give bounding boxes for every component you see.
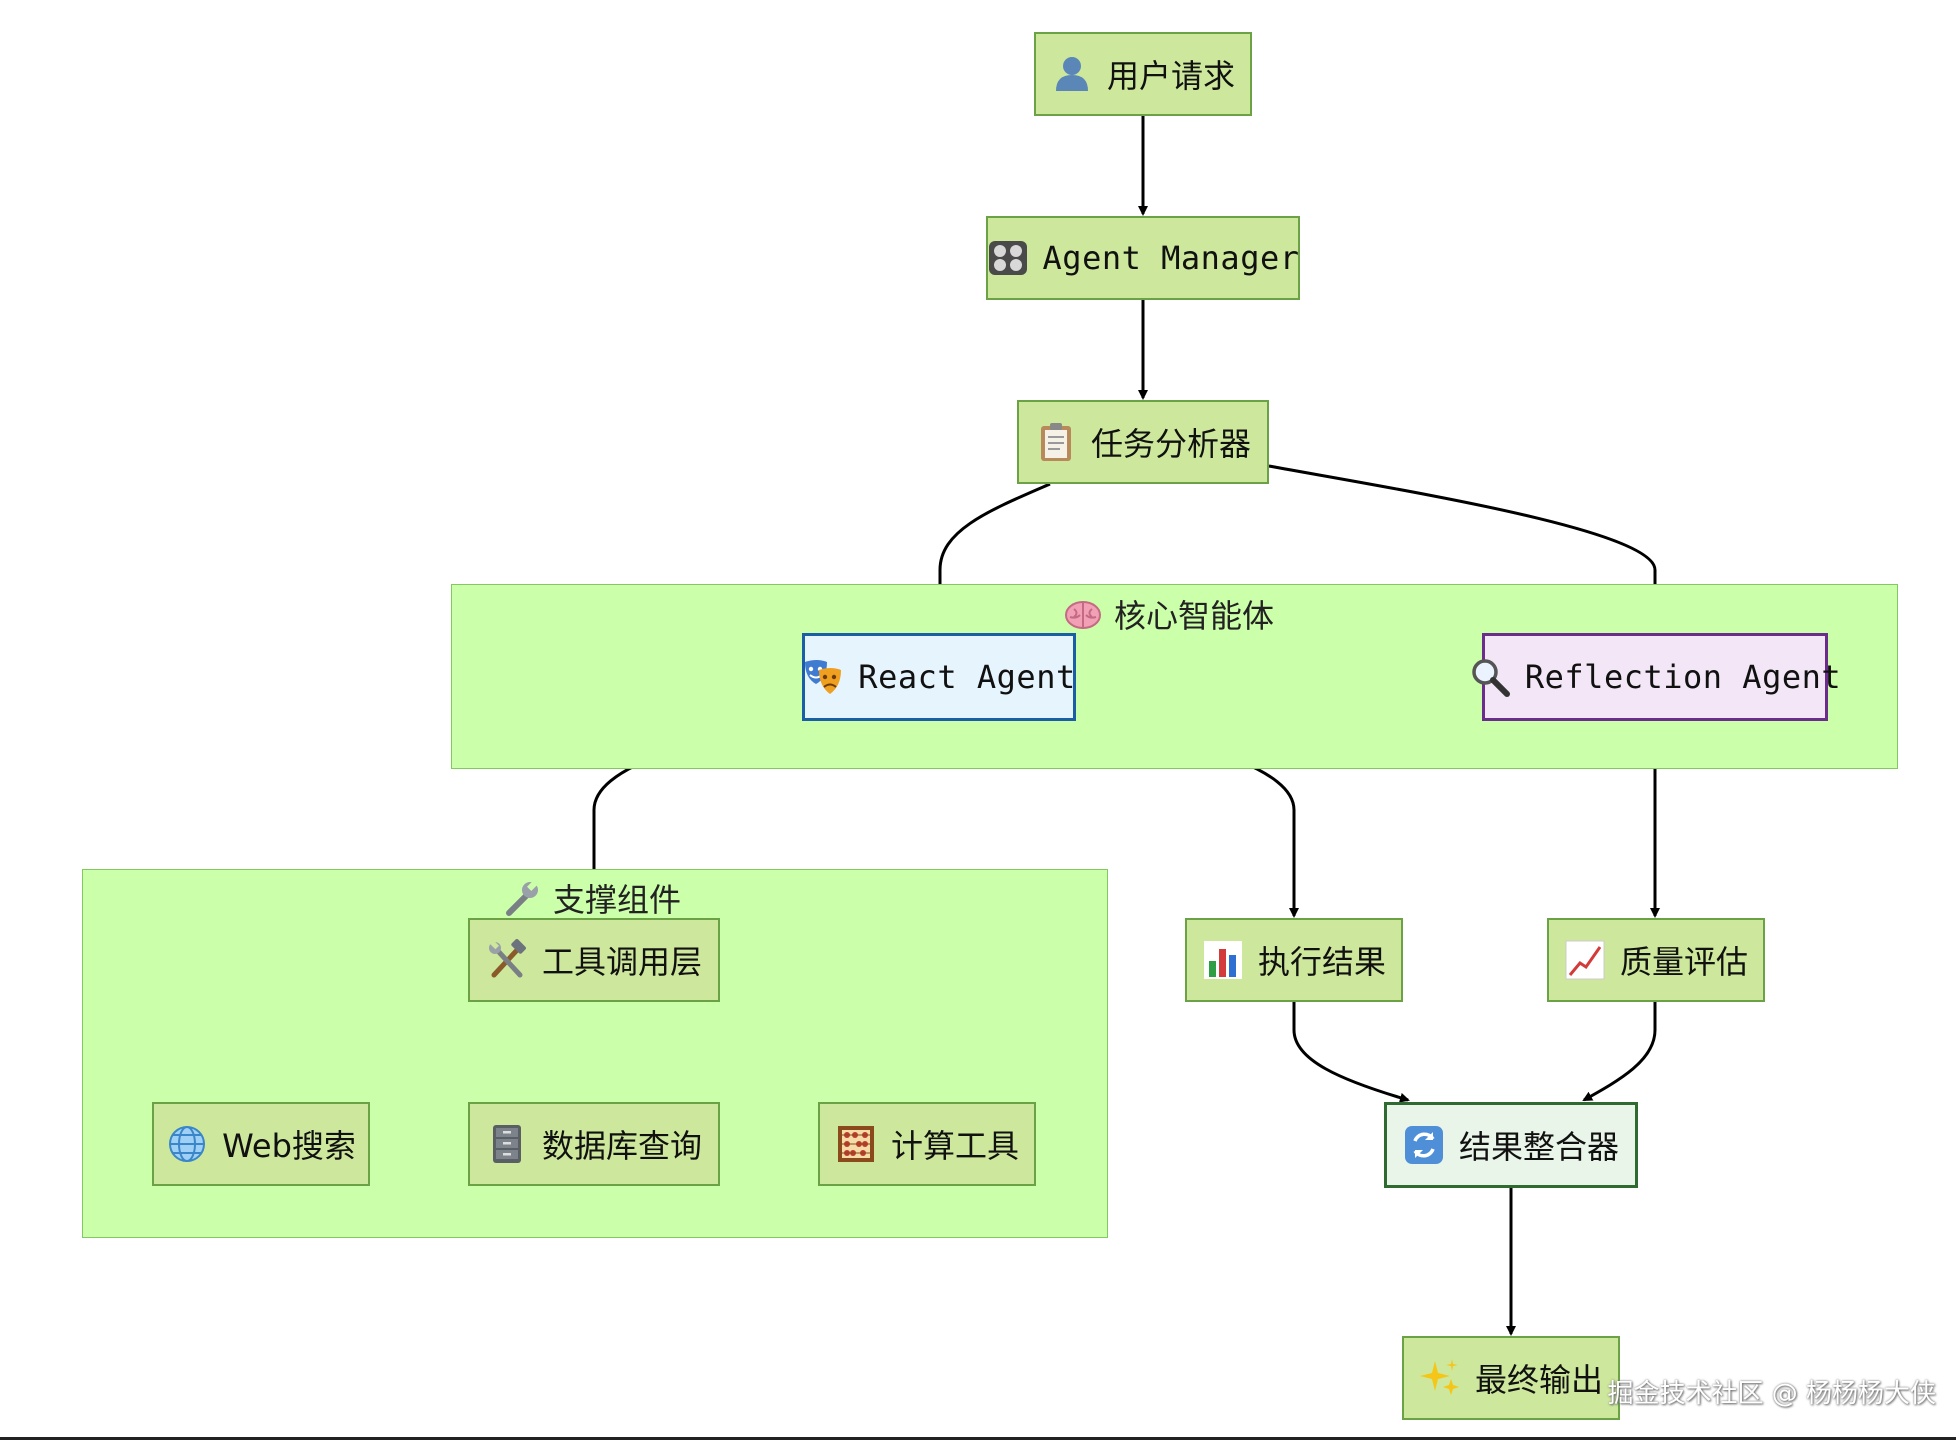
abacus-icon xyxy=(835,1123,877,1165)
hammer-wrench-icon xyxy=(486,939,528,981)
cluster-core-agents-label: 核心智能体 xyxy=(1114,597,1275,635)
cluster-support-components-title: 支撑组件 xyxy=(501,875,681,921)
node-quality-eval-label: 质量评估 xyxy=(1619,943,1748,981)
bar-chart-icon xyxy=(1202,939,1244,981)
theater-masks-icon xyxy=(802,656,844,698)
refresh-icon xyxy=(1403,1124,1445,1166)
node-db-query-label: 数据库查询 xyxy=(541,1127,702,1165)
node-task-analyzer-label: 任务分析器 xyxy=(1090,425,1251,463)
node-user-request-label: 用户请求 xyxy=(1106,57,1235,95)
globe-icon xyxy=(166,1123,208,1165)
bottom-divider xyxy=(0,1437,1956,1440)
node-tool-layer-label: 工具调用层 xyxy=(541,943,702,981)
node-agent-manager[interactable]: Agent Manager xyxy=(986,216,1300,300)
node-final-output[interactable]: 最终输出 xyxy=(1402,1336,1620,1420)
control-knobs-icon xyxy=(987,237,1029,279)
node-user-request[interactable]: 用户请求 xyxy=(1034,32,1252,116)
node-react-agent-label: React Agent xyxy=(858,658,1076,696)
file-cabinet-icon xyxy=(486,1123,528,1165)
watermark: 掘金技术社区 @ 杨杨杨大侠 xyxy=(1607,1379,1936,1409)
brain-icon xyxy=(1062,593,1104,635)
node-db-query[interactable]: 数据库查询 xyxy=(468,1102,720,1186)
node-task-analyzer[interactable]: 任务分析器 xyxy=(1017,400,1269,484)
wrench-icon xyxy=(501,877,543,919)
cluster-support-components-label: 支撑组件 xyxy=(553,881,682,919)
node-tool-layer[interactable]: 工具调用层 xyxy=(468,918,720,1002)
person-icon xyxy=(1051,53,1093,95)
node-web-search-label: Web搜索 xyxy=(222,1127,356,1165)
edge-exec-result-to-result-integrator xyxy=(1292,1002,1410,1103)
edge-task-analyzer-to-reflection-agent xyxy=(1268,464,1660,633)
node-calc-tool[interactable]: 计算工具 xyxy=(818,1102,1036,1186)
node-result-integrator-label: 结果整合器 xyxy=(1458,1128,1619,1166)
sparkles-icon xyxy=(1419,1357,1461,1399)
edge-task-analyzer-to-react-agent xyxy=(935,482,1051,633)
trend-up-icon xyxy=(1564,939,1606,981)
node-final-output-label: 最终输出 xyxy=(1474,1361,1603,1399)
node-exec-result[interactable]: 执行结果 xyxy=(1185,918,1403,1002)
node-quality-eval[interactable]: 质量评估 xyxy=(1547,918,1765,1002)
node-web-search[interactable]: Web搜索 xyxy=(152,1102,370,1186)
edge-quality-eval-to-result-integrator xyxy=(1582,1002,1657,1102)
node-exec-result-label: 执行结果 xyxy=(1257,943,1386,981)
cluster-core-agents-title: 核心智能体 xyxy=(1062,591,1274,637)
node-agent-manager-label: Agent Manager xyxy=(1042,239,1300,277)
node-reflection-agent-label: Reflection Agent xyxy=(1524,658,1842,696)
node-calc-tool-label: 计算工具 xyxy=(890,1127,1019,1165)
magnifier-icon xyxy=(1469,656,1511,698)
node-result-integrator[interactable]: 结果整合器 xyxy=(1384,1102,1638,1188)
clipboard-icon xyxy=(1035,421,1077,463)
node-react-agent[interactable]: React Agent xyxy=(802,633,1076,721)
node-reflection-agent[interactable]: Reflection Agent xyxy=(1472,633,1841,721)
